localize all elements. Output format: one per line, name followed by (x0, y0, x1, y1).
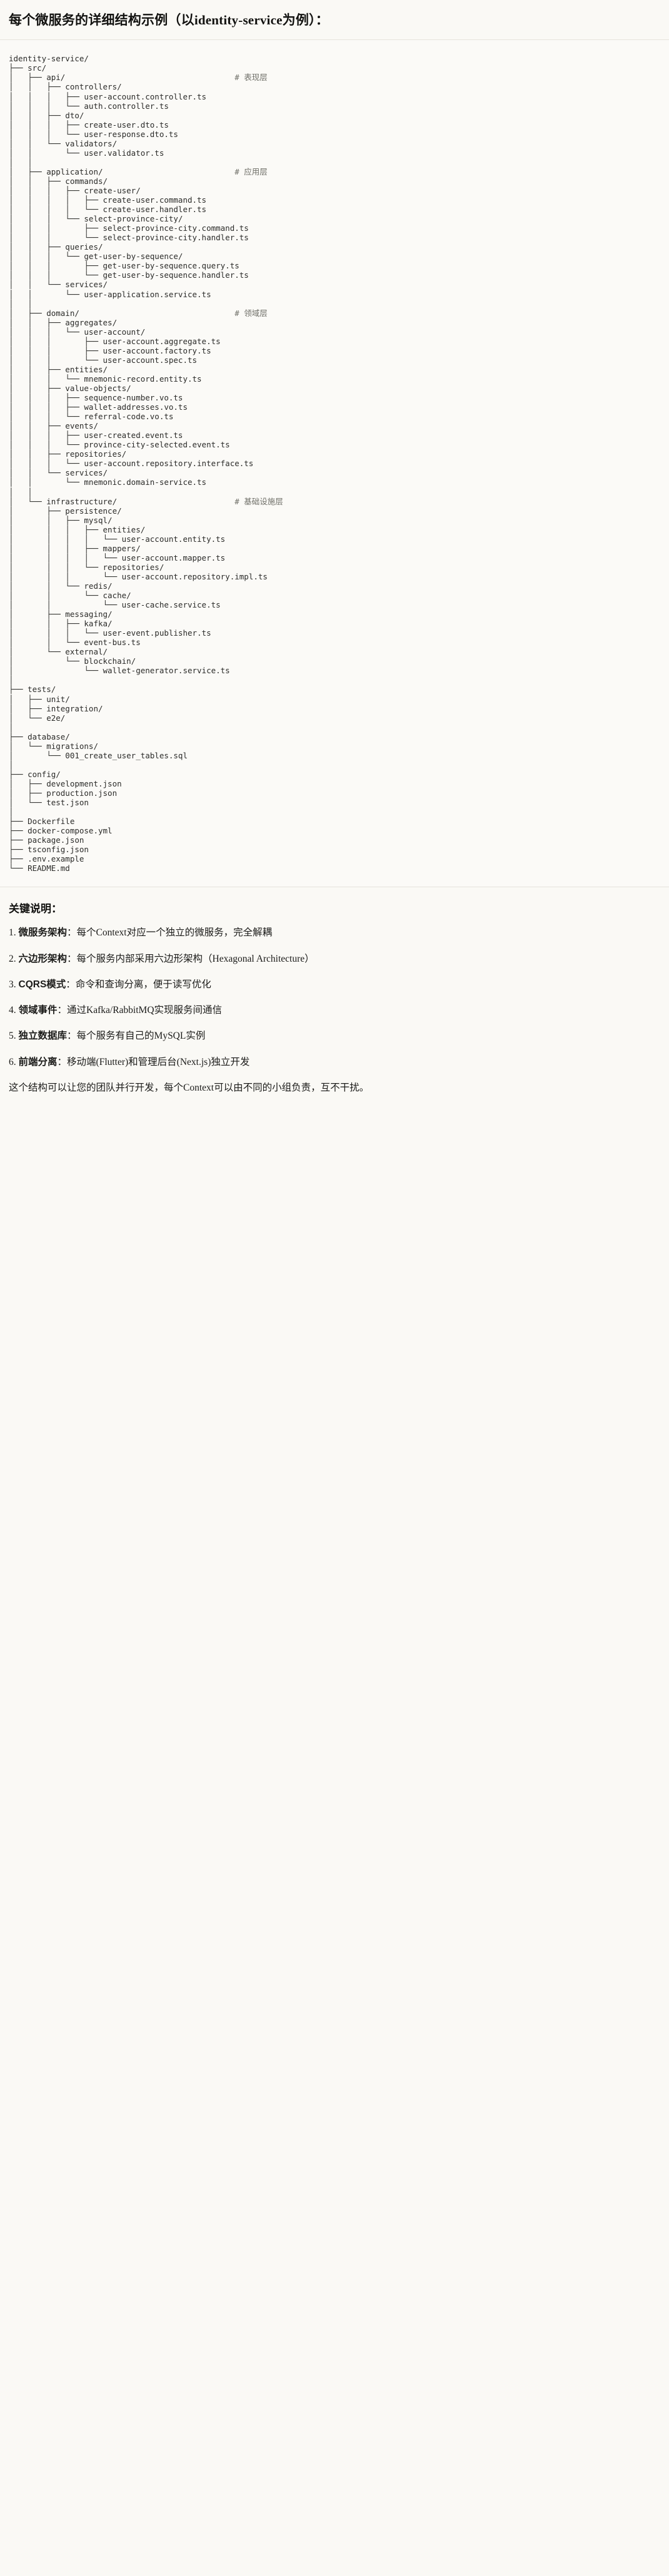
key-note-item: 2. 六边形架构：每个服务内部采用六边形架构（Hexagonal Archite… (9, 952, 660, 966)
key-note-separator: ： (57, 1056, 68, 1067)
key-note-term: 六边形架构 (18, 953, 68, 964)
page-title-prefix: 每个微服务的详细结构示例（以 (9, 13, 194, 28)
key-note-term: 微服务架构 (18, 927, 68, 939)
page-root: 每个微服务的详细结构示例（以identity-service为例）： ident… (0, 0, 669, 1104)
key-note-term: 前端分离 (18, 1056, 58, 1067)
key-note-description: 每个Context对应一个独立的微服务，完全解耦 (76, 927, 273, 939)
key-note-separator: ： (67, 953, 77, 964)
key-note-item: 6. 前端分离：移动端(Flutter)和管理后台(Next.js)独立开发 (9, 1055, 660, 1069)
key-note-separator: ： (67, 1031, 77, 1042)
key-note-item: 4. 领域事件：通过Kafka/RabbitMQ实现服务间通信 (9, 1003, 660, 1017)
tree-comment: # 基础设施层 (234, 496, 283, 506)
key-note-item: 3. CQRS模式：命令和查询分离，便于读写优化 (9, 977, 660, 992)
key-note-term: CQRS模式 (18, 979, 66, 990)
tree-comment: # 领域层 (234, 308, 268, 318)
key-notes-title: 关键说明： (9, 903, 62, 915)
key-note-number: 5. (9, 1031, 19, 1042)
key-note-number: 2. (9, 953, 19, 964)
directory-tree-code[interactable]: identity-service/ ├── src/ │ ├── api/ # … (9, 54, 283, 873)
key-note-description: 移动端(Flutter)和管理后台(Next.js)独立开发 (67, 1056, 250, 1067)
directory-tree-section: identity-service/ ├── src/ │ ├── api/ # … (0, 40, 669, 888)
key-note-separator: ： (66, 979, 76, 990)
key-note-term: 领域事件 (18, 1005, 58, 1016)
key-note-item: 1. 微服务架构：每个Context对应一个独立的微服务，完全解耦 (9, 925, 660, 940)
key-note-description: 命令和查询分离，便于读写优化 (75, 979, 211, 990)
key-note-separator: ： (67, 927, 77, 939)
key-note-number: 3. (9, 979, 19, 990)
key-note-description: 每个服务有自己的MySQL实例 (76, 1031, 206, 1042)
key-note-separator: ： (57, 1005, 68, 1016)
page-title: 每个微服务的详细结构示例（以identity-service为例）： (9, 11, 660, 29)
page-title-service-name: identity-service (194, 13, 283, 28)
key-note-description: 通过Kafka/RabbitMQ实现服务间通信 (67, 1005, 223, 1016)
key-note-number: 1. (9, 927, 19, 939)
key-note-description: 每个服务内部采用六边形架构（Hexagonal Architecture） (76, 953, 314, 964)
key-note-number: 4. (9, 1005, 19, 1016)
heading-section: 每个微服务的详细结构示例（以identity-service为例）： (0, 0, 669, 41)
tree-comment: # 表现层 (234, 73, 268, 83)
closing-paragraph: 这个结构可以让您的团队并行开发，每个Context可以由不同的小组负责，互不干扰… (9, 1082, 370, 1093)
key-note-number: 6. (9, 1056, 19, 1067)
key-note-item: 5. 独立数据库：每个服务有自己的MySQL实例 (9, 1029, 660, 1043)
key-note-term: 独立数据库 (18, 1031, 68, 1042)
tree-comment: # 应用层 (234, 166, 268, 176)
page-title-suffix: 为例）： (282, 13, 329, 28)
